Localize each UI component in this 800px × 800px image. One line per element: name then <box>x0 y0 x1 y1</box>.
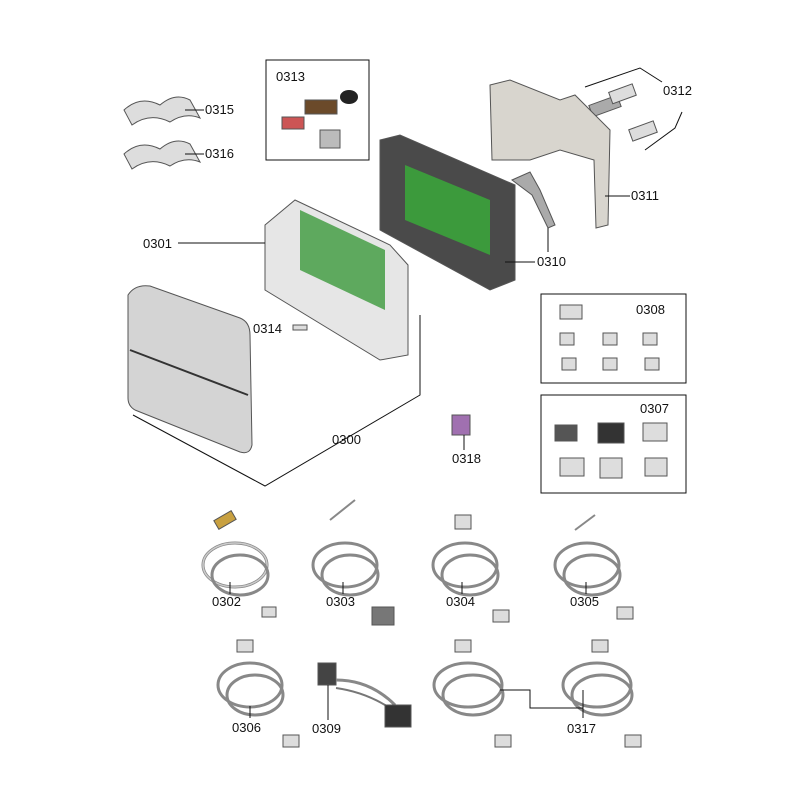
label-0307: 0307 <box>640 401 669 416</box>
cable-0306 <box>216 639 300 748</box>
part-0301-chassis <box>178 199 409 361</box>
part-0308-connectors <box>540 293 687 384</box>
cable-0303 <box>311 499 395 626</box>
label-0310: 0310 <box>537 254 566 269</box>
part-0313-kit <box>265 59 370 161</box>
label-0317: 0317 <box>567 721 596 736</box>
label-0318: 0318 <box>452 451 481 466</box>
label-0311: 0311 <box>631 188 659 203</box>
label-0312: 0312 <box>663 83 692 98</box>
part-0314-fuse <box>292 324 308 331</box>
cable-0304 <box>431 514 510 623</box>
part-cover <box>127 285 253 454</box>
label-0309: 0309 <box>312 721 341 736</box>
cable-0305 <box>553 514 634 620</box>
part-0315-caps <box>123 96 204 126</box>
label-0301: 0301 <box>143 236 172 251</box>
label-0316: 0316 <box>205 146 234 161</box>
part-0312-bushings <box>584 67 683 151</box>
part-0316-caps <box>123 140 204 170</box>
part-0311-bracket <box>489 79 630 229</box>
label-0313: 0313 <box>276 69 305 84</box>
label-0305: 0305 <box>570 594 599 609</box>
cable-0309 <box>317 662 412 728</box>
label-0304: 0304 <box>446 594 475 609</box>
label-0315: 0315 <box>205 102 234 117</box>
label-0303: 0303 <box>326 594 355 609</box>
part-0310-arm <box>511 171 556 252</box>
label-0308: 0308 <box>636 302 665 317</box>
cable-0317 <box>432 639 642 748</box>
label-0300: 0300 <box>332 432 361 447</box>
label-0302: 0302 <box>212 594 241 609</box>
label-0314: 0314 <box>253 321 282 336</box>
part-0307-connectors <box>540 394 687 494</box>
assembly-0300-bracket <box>132 315 421 487</box>
label-0306: 0306 <box>232 720 261 735</box>
part-housing-dark <box>379 134 535 291</box>
part-0318-connector <box>451 414 471 450</box>
cable-0302 <box>201 509 277 618</box>
